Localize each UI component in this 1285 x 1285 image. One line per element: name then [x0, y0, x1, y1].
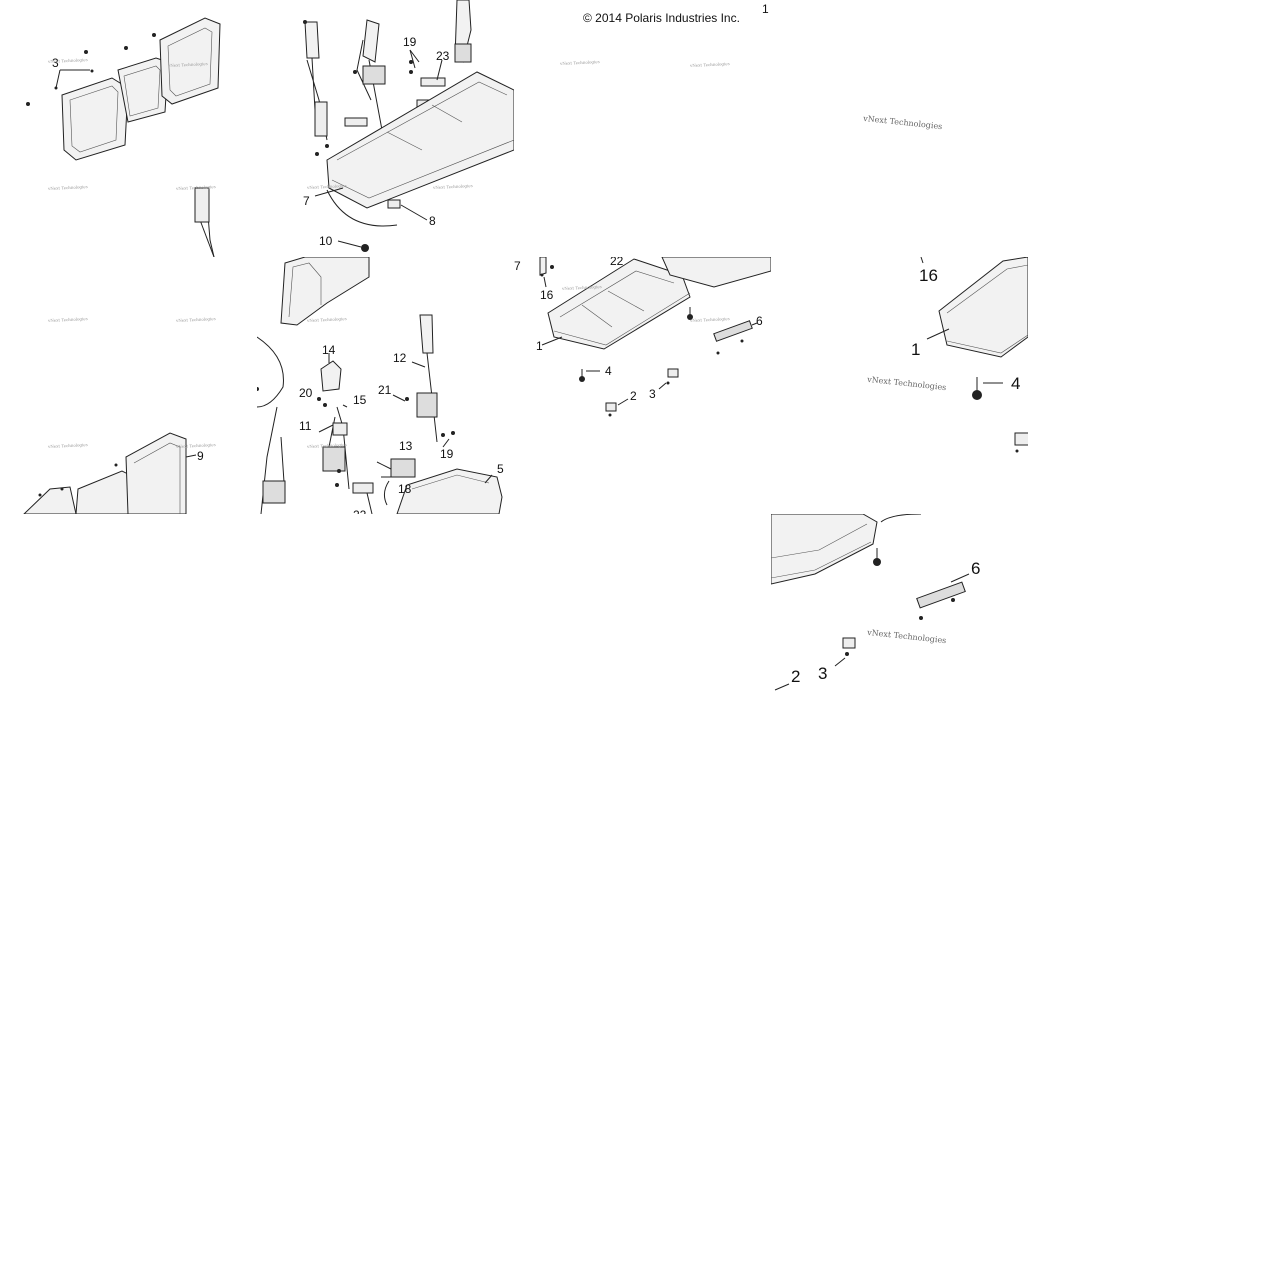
callout-5: 5 — [497, 462, 504, 476]
callout-1: 1 — [536, 339, 543, 353]
callout-7: 7 — [303, 194, 310, 208]
callout-23: 23 — [436, 49, 450, 63]
callout-14: 14 — [322, 343, 336, 357]
callout-7: 7 — [514, 259, 521, 273]
seat-back-illustration — [26, 17, 221, 257]
diagram-tile-seat-base-zoom-lower: 16 1 4 vNext Technologies — [771, 257, 1028, 514]
callout-2: 2 — [630, 389, 637, 403]
callout-4: 4 — [605, 364, 612, 378]
diagram-tile-belt-hardware: 14 12 20 15 21 11 13 18 19 22 5 vNext Te… — [257, 257, 514, 514]
callout-21: 21 — [378, 383, 392, 397]
callout-22: 22 — [353, 509, 366, 514]
diagram-tile-seat-base-zoom: vNext Technologies — [771, 0, 1028, 257]
callout-6: 6 — [971, 559, 981, 578]
watermark: vNext Technologies — [689, 60, 730, 69]
seat-base-bench — [326, 71, 514, 209]
seat-back-left — [61, 77, 129, 161]
watermark: vNext Technologies — [559, 58, 600, 67]
diagram-tile-seat-backs-lower: 9 vNext Technologies vNext Technologies … — [0, 257, 257, 514]
callout-8: 8 — [429, 214, 436, 228]
copyright-text: © 2014 Polaris Industries Inc. — [583, 11, 740, 25]
callout-13: 13 — [399, 439, 413, 453]
callout-6: 6 — [756, 314, 763, 328]
callout-18: 18 — [398, 482, 412, 496]
callout-4: 4 — [1011, 374, 1021, 393]
belts-base-illustration — [303, 0, 514, 252]
diagram-tile-rail-clips-zoom: 6 2 3 vNext Technologies — [771, 514, 1028, 704]
belt-hardware-illustration — [257, 257, 503, 514]
watermark: vNext Technologies — [862, 113, 943, 132]
callout-2: 2 — [791, 667, 801, 686]
seat-base-illustration — [539, 257, 771, 417]
rail-clips-illustration — [771, 514, 970, 691]
callout-16: 16 — [919, 266, 938, 285]
diagram-tile-belts-base: 19 23 7 8 10 vNext Technologies vNext Te… — [257, 0, 514, 257]
callout-12: 12 — [393, 351, 407, 365]
callout-3: 3 — [649, 387, 656, 401]
callout-16: 16 — [540, 288, 554, 302]
callout-15: 15 — [353, 393, 367, 407]
diagram-tile-seat-base: 7 22 16 6 1 4 2 3 vNext Technologies vNe… — [514, 257, 771, 514]
seat-back-right — [159, 17, 221, 105]
callout-fragment: 1 — [762, 2, 769, 16]
callout-3: 3 — [52, 56, 59, 70]
callout-1: 1 — [911, 340, 921, 359]
callout-10: 10 — [319, 234, 333, 248]
callout-22: 22 — [610, 257, 624, 268]
callout-11: 11 — [299, 419, 312, 433]
seat-base-zoom-illustration — [920, 257, 1028, 453]
diagram-tile-seat-backs: 3 vNext Technologies vNext Technologies … — [0, 0, 257, 257]
callout-20: 20 — [299, 386, 313, 400]
callout-9: 9 — [197, 449, 204, 463]
callout-19: 19 — [440, 447, 454, 461]
seat-back-lower-illustration — [23, 432, 197, 514]
callout-3: 3 — [818, 664, 828, 683]
callout-19: 19 — [403, 35, 417, 49]
